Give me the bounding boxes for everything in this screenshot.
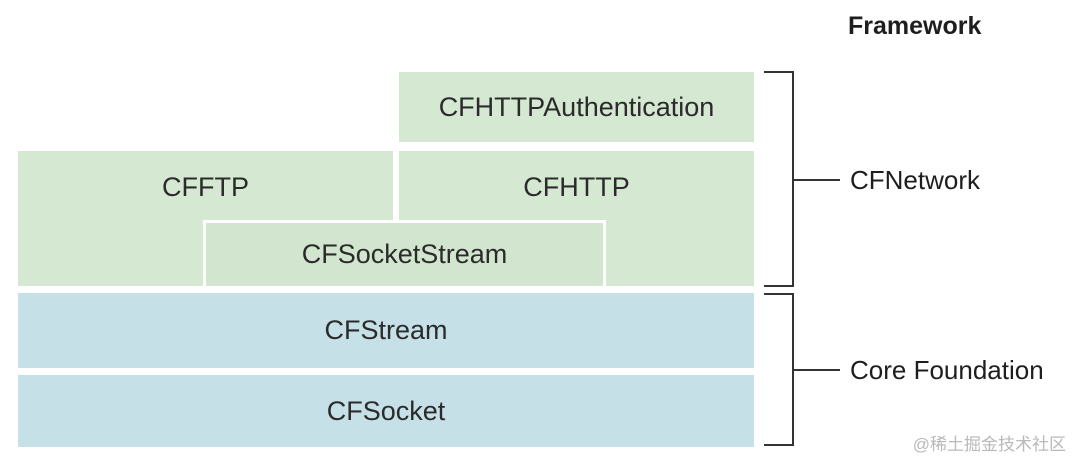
watermark: @稀土掘金技术社区	[912, 435, 1066, 454]
diagram-title: Framework	[848, 12, 982, 40]
core-foundation-bracket	[764, 293, 840, 446]
layer-label: CFHTTP	[523, 172, 630, 202]
cfnetwork-bracket	[764, 71, 840, 287]
layer-label: CFSocketStream	[301, 239, 508, 269]
layer-cfstream: CFStream	[18, 293, 754, 368]
layer-cfsocketstream: CFSocketStream	[203, 220, 606, 286]
layer-label: CFFTP	[162, 172, 249, 202]
group-label-core-foundation: Core Foundation	[850, 355, 1044, 385]
layer-cfhttp-authentication: CFHTTPAuthentication	[399, 72, 754, 142]
layer-cfsocket: CFSocket	[18, 375, 754, 447]
layer-label: CFHTTPAuthentication	[438, 91, 715, 122]
layer-label: CFStream	[324, 315, 448, 345]
layer-label: CFSocket	[326, 395, 446, 426]
group-label-cfnetwork: CFNetwork	[850, 165, 981, 195]
